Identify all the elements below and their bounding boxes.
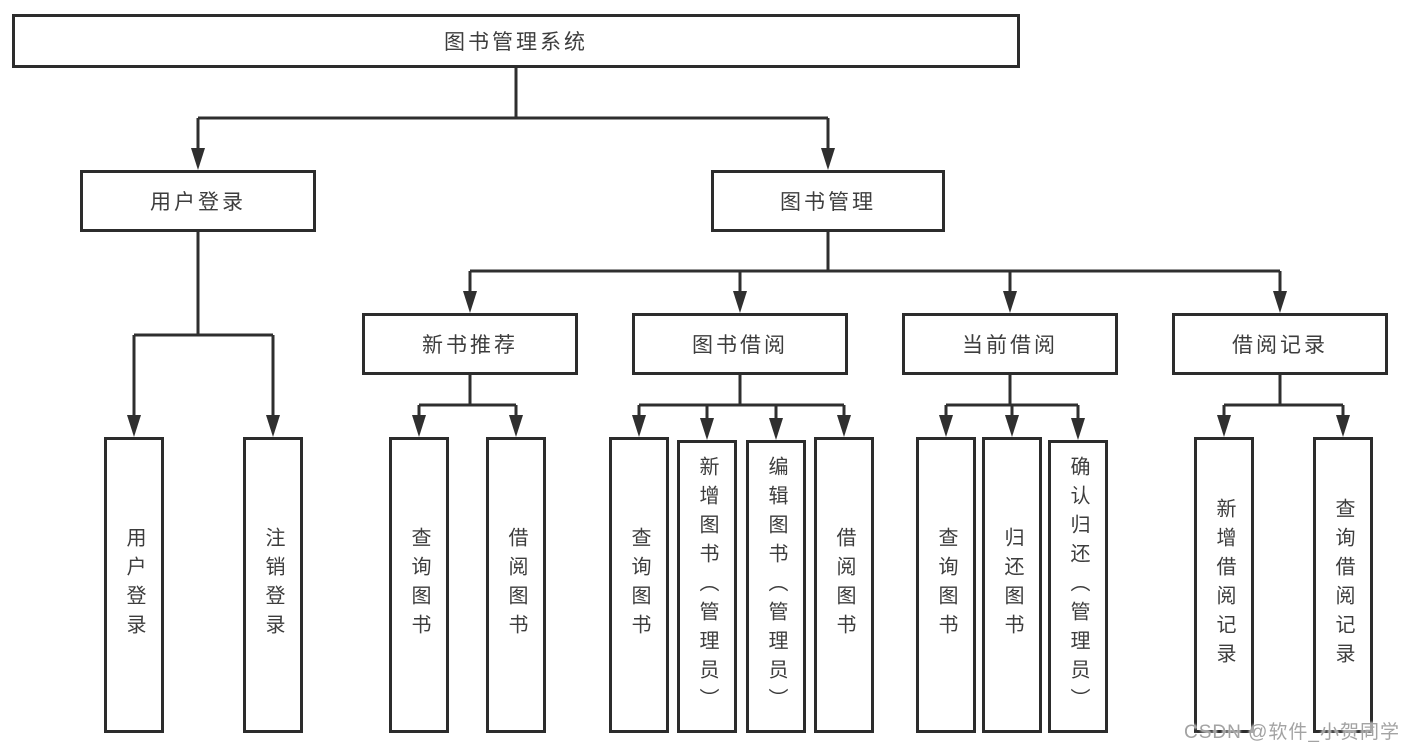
leaf-return-books: 归还图书 bbox=[982, 437, 1042, 733]
node-root-library-system: 图书管理系统 bbox=[12, 14, 1020, 68]
node-new-book-recommend: 新书推荐 bbox=[362, 313, 578, 375]
node-book-borrowing: 图书借阅 bbox=[632, 313, 848, 375]
node-book-management: 图书管理 bbox=[711, 170, 945, 232]
leaf-query-books-borrowing: 查询图书 bbox=[609, 437, 669, 733]
leaf-logout-login: 注销登录 bbox=[243, 437, 303, 733]
leaf-add-borrow-record: 新增借阅记录 bbox=[1194, 437, 1254, 733]
leaf-add-book-admin: 新增图书（管理员） bbox=[677, 440, 737, 733]
leaf-query-borrow-record: 查询借阅记录 bbox=[1313, 437, 1373, 733]
leaf-borrow-books-recommend: 借阅图书 bbox=[486, 437, 546, 733]
node-borrowing-records: 借阅记录 bbox=[1172, 313, 1388, 375]
leaf-user-login: 用户登录 bbox=[104, 437, 164, 733]
leaf-confirm-return-admin: 确认归还（管理员） bbox=[1048, 440, 1108, 733]
node-user-login: 用户登录 bbox=[80, 170, 316, 232]
node-current-borrowing: 当前借阅 bbox=[902, 313, 1118, 375]
leaf-query-books-recommend: 查询图书 bbox=[389, 437, 449, 733]
leaf-query-books-current: 查询图书 bbox=[916, 437, 976, 733]
leaf-edit-book-admin: 编辑图书（管理员） bbox=[746, 440, 806, 733]
leaf-borrow-books-borrowing: 借阅图书 bbox=[814, 437, 874, 733]
watermark-text: CSDN @软件_小贺同学 bbox=[1184, 722, 1400, 743]
